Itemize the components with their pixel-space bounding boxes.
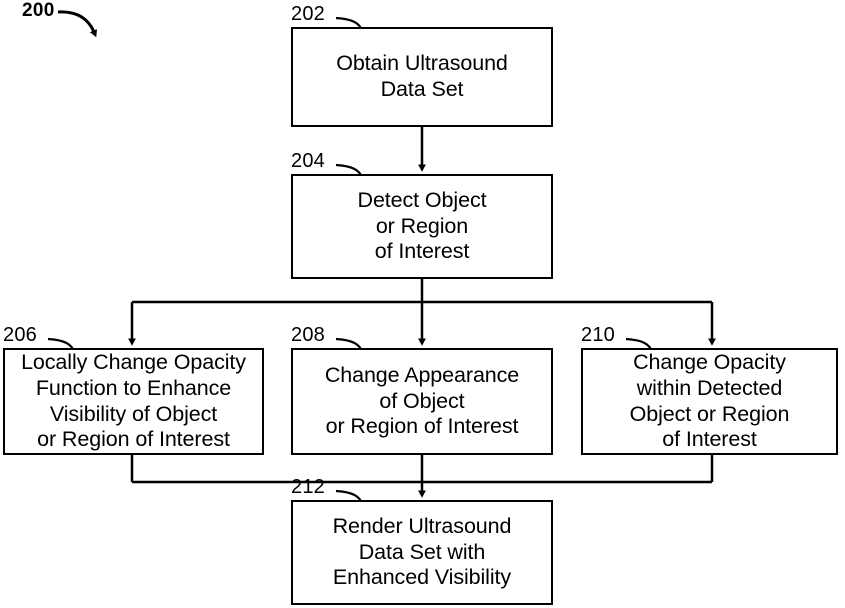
ref-numeral-202: 202: [291, 3, 325, 25]
flowchart-node-obtain-ultrasound-data-set: Obtain Ultrasound Data Set: [291, 27, 553, 127]
flowchart-node-detect-object-or-region-of-interest: Detect Object or Region of Interest: [291, 174, 553, 279]
flowchart-node-render-ultrasound-data-set: Render Ultrasound Data Set with Enhanced…: [291, 500, 553, 605]
ref-numeral-206: 206: [3, 324, 37, 346]
flowchart-node-change-appearance-of-object: Change Appearance of Object or Region of…: [291, 348, 553, 455]
figure-number-200: 200: [22, 0, 55, 21]
node-label-208: Change Appearance of Object or Region of…: [324, 362, 520, 439]
ref-numeral-210: 210: [581, 324, 615, 346]
figure-label-arrow: [57, 10, 97, 38]
node-label-212: Render Ultrasound Data Set with Enhanced…: [332, 513, 512, 590]
flowchart-node-locally-change-opacity-function: Locally Change Opacity Function to Enhan…: [3, 348, 264, 455]
node-label-210: Change Opacity within Detected Object or…: [629, 349, 790, 452]
ref-numeral-204: 204: [291, 150, 325, 172]
flowchart-node-change-opacity-within-detected-object: Change Opacity within Detected Object or…: [581, 348, 838, 455]
node-label-206: Locally Change Opacity Function to Enhan…: [21, 349, 246, 452]
ref-numeral-212: 212: [291, 476, 325, 498]
node-label-204: Detect Object or Region of Interest: [357, 187, 487, 264]
ref-numeral-208: 208: [291, 324, 325, 346]
node-label-202: Obtain Ultrasound Data Set: [336, 51, 508, 101]
